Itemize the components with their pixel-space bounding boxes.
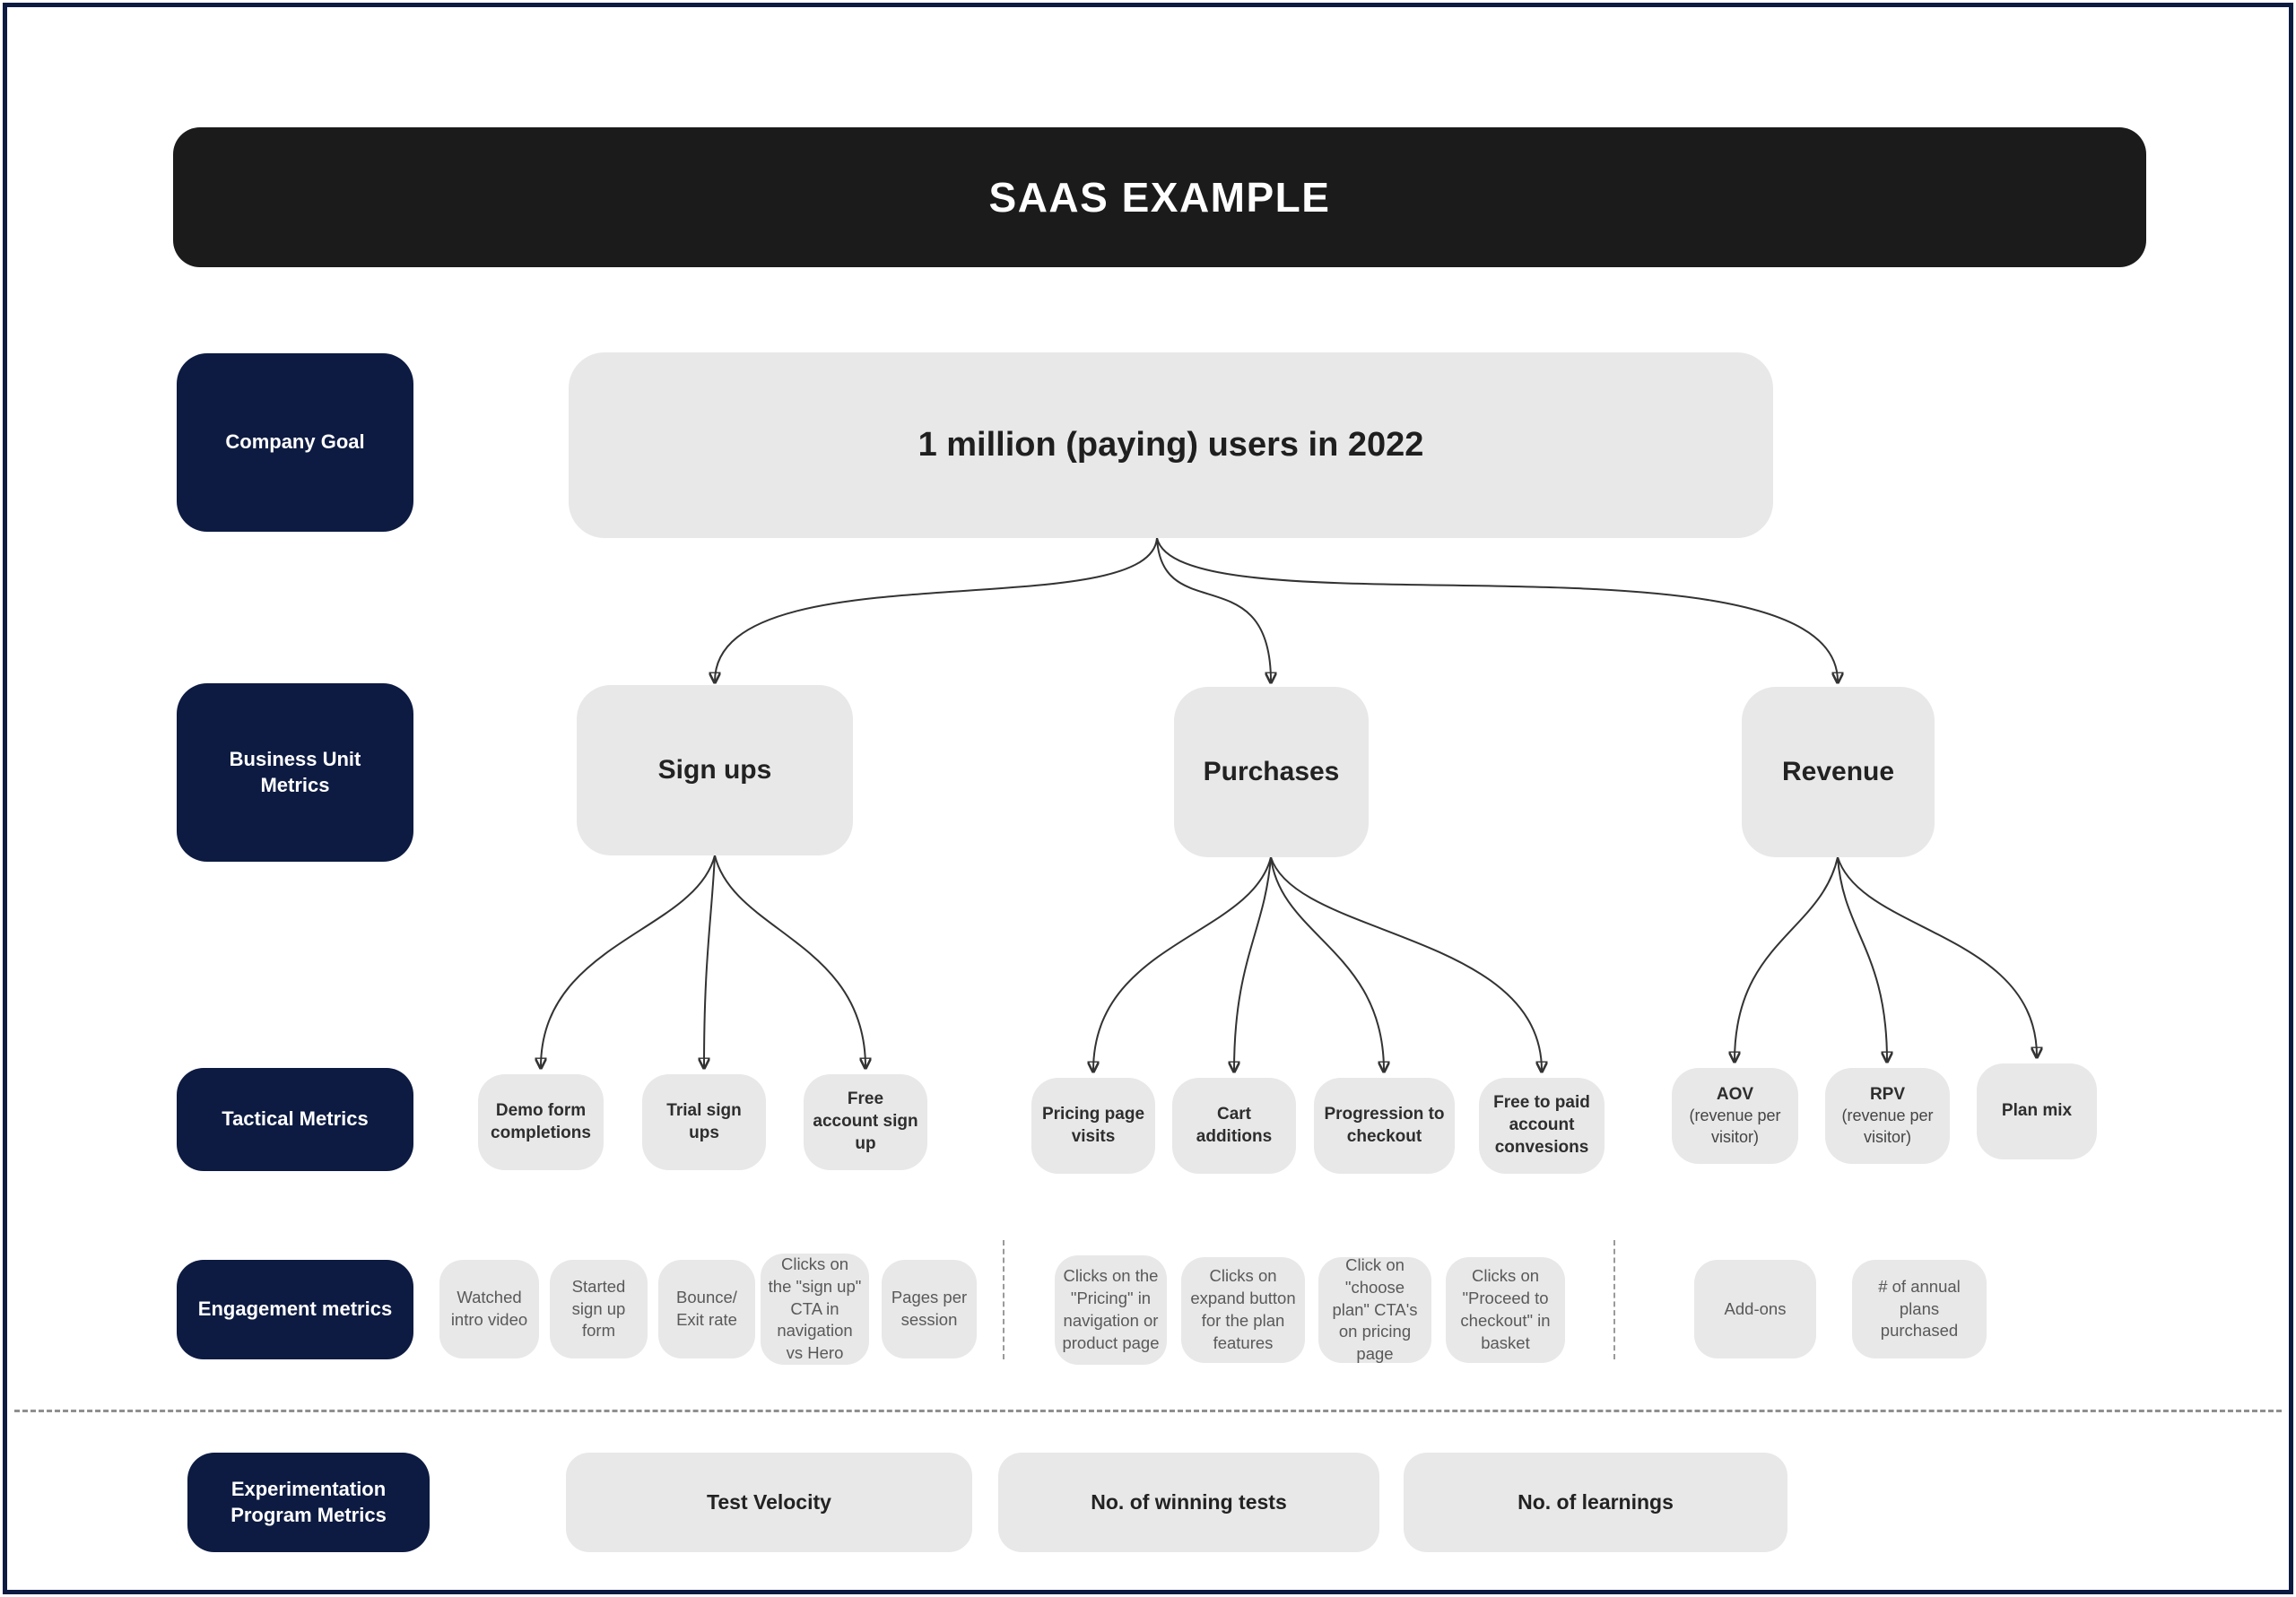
tactical-node-progression-to-checkout: Progression to checkout bbox=[1314, 1078, 1455, 1174]
tactical-text: Free to paid account convesions bbox=[1493, 1093, 1590, 1157]
engagement-text: Pages per session bbox=[891, 1288, 968, 1329]
engagement-group-divider-right bbox=[1613, 1240, 1615, 1359]
connector-signups-trial bbox=[704, 855, 716, 1067]
tactical-text: Free account sign up bbox=[813, 1089, 918, 1153]
business-unit-node-sign-ups: Sign ups bbox=[577, 685, 853, 855]
business-unit-node-purchases: Purchases bbox=[1174, 687, 1369, 857]
row-label-tactical-metrics: Tactical Metrics bbox=[177, 1068, 413, 1171]
engagement-text: Clicks on the "sign up" CTA in navigatio… bbox=[768, 1254, 862, 1363]
company-goal-text: 1 million (paying) users in 2022 bbox=[918, 426, 1424, 464]
business-unit-text: Revenue bbox=[1781, 757, 1895, 786]
experimentation-text: No. of winning tests bbox=[1091, 1490, 1287, 1514]
row-label-text: Experimentation Program Metrics bbox=[230, 1477, 387, 1526]
engagement-node-annual-plans-purchased: # of annual plans purchased bbox=[1852, 1260, 1987, 1358]
connector-revenue-planmix bbox=[1837, 856, 2037, 1056]
tactical-subtext: (revenue per visitor) bbox=[1841, 1107, 1934, 1146]
tactical-text: Pricing page visits bbox=[1041, 1104, 1145, 1146]
tactical-text: Demo form completions bbox=[491, 1100, 591, 1142]
tactical-node-free-to-paid-account-convesions: Free to paid account convesions bbox=[1479, 1078, 1605, 1174]
row-label-company-goal: Company Goal bbox=[177, 353, 413, 532]
tactical-node-pricing-page-visits: Pricing page visits bbox=[1031, 1078, 1155, 1174]
engagement-text: Started sign up form bbox=[571, 1276, 626, 1341]
engagement-text: # of annual plans purchased bbox=[1878, 1276, 1961, 1341]
experimentation-text: No. of learnings bbox=[1518, 1490, 1674, 1514]
company-goal-node: 1 million (paying) users in 2022 bbox=[569, 352, 1773, 538]
engagement-text: Clicks on "Proceed to checkout" in baske… bbox=[1460, 1266, 1551, 1352]
engagement-text: Add-ons bbox=[1724, 1298, 1787, 1318]
tactical-text: AOV bbox=[1716, 1084, 1754, 1104]
tactical-node-cart-additions: Cart additions bbox=[1172, 1078, 1296, 1174]
engagement-text: Click on "choose plan" CTA's on pricing … bbox=[1332, 1254, 1418, 1364]
connector-purchases-cart bbox=[1234, 856, 1272, 1071]
connector-purchases-freetopaid bbox=[1270, 856, 1542, 1071]
tactical-text: Progression to checkout bbox=[1324, 1104, 1445, 1146]
engagement-node-sign-up-cta-clicks: Clicks on the "sign up" CTA in navigatio… bbox=[761, 1254, 869, 1365]
engagement-node-choose-plan-cta-clicks: Click on "choose plan" CTA's on pricing … bbox=[1318, 1255, 1431, 1363]
experimentation-node-winning-tests: No. of winning tests bbox=[998, 1453, 1379, 1552]
row-label-experimentation-program-metrics: Experimentation Program Metrics bbox=[187, 1453, 430, 1552]
connector-signups-freeaccount bbox=[714, 855, 865, 1067]
experimentation-node-learnings: No. of learnings bbox=[1404, 1453, 1787, 1552]
business-unit-node-revenue: Revenue bbox=[1742, 687, 1935, 857]
experimentation-text: Test Velocity bbox=[707, 1490, 831, 1514]
engagement-node-pages-per-session: Pages per session bbox=[882, 1260, 977, 1358]
row-label-engagement-metrics: Engagement metrics bbox=[177, 1260, 413, 1359]
engagement-node-watched-intro-video: Watched intro video bbox=[439, 1260, 539, 1358]
tactical-node-trial-sign-ups: Trial sign ups bbox=[642, 1074, 766, 1170]
engagement-group-divider-left bbox=[1003, 1240, 1004, 1359]
tactical-subtext: (revenue per visitor) bbox=[1689, 1107, 1781, 1146]
tactical-node-demo-form-completions: Demo form completions bbox=[478, 1074, 604, 1170]
engagement-text: Bounce/ Exit rate bbox=[676, 1288, 737, 1329]
tactical-text: Trial sign ups bbox=[666, 1100, 742, 1142]
connector-goal-revenue bbox=[1156, 537, 1838, 681]
tactical-node-aov: AOV (revenue per visitor) bbox=[1672, 1068, 1798, 1164]
connector-goal-purchases bbox=[1156, 537, 1271, 681]
connector-revenue-rpv bbox=[1837, 856, 1887, 1061]
row-label-text: Tactical Metrics bbox=[222, 1107, 369, 1131]
engagement-node-proceed-to-checkout-clicks: Clicks on "Proceed to checkout" in baske… bbox=[1446, 1257, 1565, 1363]
engagement-text: Clicks on the "Pricing" in navigation or… bbox=[1062, 1266, 1160, 1352]
tactical-text: Cart additions bbox=[1196, 1104, 1273, 1146]
tactical-text: RPV bbox=[1869, 1084, 1906, 1104]
tactical-node-free-account-sign-up: Free account sign up bbox=[804, 1074, 927, 1170]
engagement-node-bounce-exit-rate: Bounce/ Exit rate bbox=[658, 1260, 755, 1358]
title-bar: SAAS EXAMPLE bbox=[173, 127, 2146, 267]
connector-revenue-aov bbox=[1735, 856, 1839, 1061]
row-label-text: Company Goal bbox=[225, 430, 365, 454]
page-title: SAAS EXAMPLE bbox=[988, 174, 1331, 221]
connector-signups-demo bbox=[541, 855, 716, 1067]
business-unit-text: Purchases bbox=[1203, 757, 1340, 786]
tactical-node-plan-mix: Plan mix bbox=[1977, 1063, 2097, 1159]
tactical-text: Plan mix bbox=[2001, 1101, 2073, 1121]
tactical-node-rpv: RPV (revenue per visitor) bbox=[1825, 1068, 1950, 1164]
engagement-node-add-ons: Add-ons bbox=[1694, 1260, 1816, 1358]
engagement-node-expand-button-clicks: Clicks on expand button for the plan fea… bbox=[1181, 1257, 1305, 1363]
experimentation-section-divider bbox=[14, 1410, 2282, 1412]
engagement-text: Clicks on expand button for the plan fea… bbox=[1190, 1266, 1296, 1352]
engagement-node-pricing-nav-clicks: Clicks on the "Pricing" in navigation or… bbox=[1055, 1255, 1167, 1365]
connector-purchases-progression bbox=[1270, 856, 1384, 1071]
engagement-node-started-sign-up-form: Started sign up form bbox=[550, 1260, 648, 1358]
connector-goal-signups bbox=[715, 537, 1158, 681]
row-label-text: Business Unit Metrics bbox=[229, 747, 361, 796]
engagement-text: Watched intro video bbox=[450, 1288, 528, 1329]
connector-purchases-pricing bbox=[1093, 856, 1272, 1071]
row-label-business-unit-metrics: Business Unit Metrics bbox=[177, 683, 413, 862]
business-unit-text: Sign ups bbox=[657, 755, 772, 785]
experimentation-node-test-velocity: Test Velocity bbox=[566, 1453, 972, 1552]
row-label-text: Engagement metrics bbox=[197, 1298, 393, 1321]
